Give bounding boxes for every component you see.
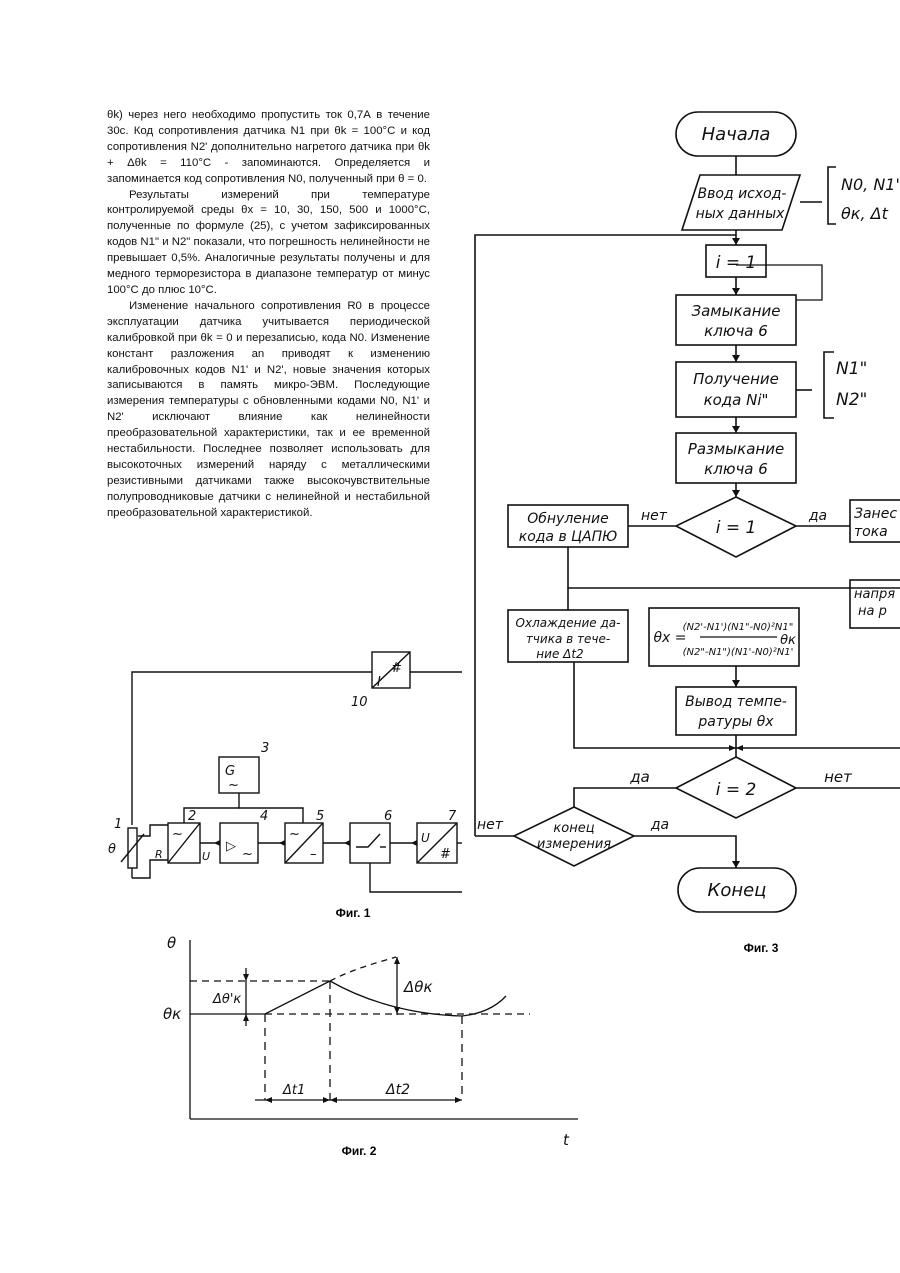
cool-label-1: Охлаждение да-: [516, 616, 621, 630]
code-note-2: N2": [836, 390, 867, 410]
input-label-1: Ввод исход-: [698, 186, 787, 202]
code-label-1: Получение: [693, 370, 779, 388]
cond2-yes: да: [629, 768, 650, 786]
cool-label-2: тчика в тече-: [526, 632, 610, 646]
cond1-label: i = 1: [716, 518, 757, 538]
formula-den: (N2"-N1")(N1'-N0)²N1': [683, 647, 794, 658]
end-cond-yes: да: [650, 817, 669, 833]
formula-num: (N2'-N1')(N1"-N0)²N1": [683, 622, 794, 633]
formula-tail: θк: [780, 633, 796, 648]
init-label: i = 1: [716, 253, 757, 273]
input-note-2: θк, Δt: [841, 204, 889, 223]
end-cond-label-1: конец: [553, 821, 594, 836]
write-label-2: тока: [854, 524, 888, 540]
end-label: Конец: [708, 880, 767, 901]
cond1-yes: да: [808, 508, 827, 524]
end-cond-label-2: измерения: [537, 837, 611, 852]
code-label-2: кода Ni": [704, 391, 769, 409]
fig3-caption: Фиг. 3: [744, 941, 779, 955]
close-label-2: ключа 6: [704, 322, 768, 340]
cond2-no: нет: [824, 768, 853, 786]
reset-label-2: кода в ЦАПЮ: [519, 529, 618, 545]
heat-label-1: напря: [854, 587, 895, 602]
cond1-no: нет: [641, 508, 668, 524]
reset-label-1: Обнуление: [527, 511, 609, 527]
cool-label-3: ние Δt2: [536, 647, 583, 661]
code-note-1: N1": [836, 359, 867, 379]
open-label-2: ключа 6: [704, 460, 768, 478]
input-label-2: ных данных: [696, 206, 786, 222]
close-label-1: Замыкание: [691, 302, 780, 320]
write-label-1: Занес: [854, 506, 897, 522]
formula-lhs: θx =: [653, 630, 686, 646]
heat-label-2: на р: [858, 604, 887, 619]
open-label-1: Размыкание: [688, 440, 784, 458]
cond2-label: i = 2: [716, 780, 757, 800]
end-cond-no: нет: [477, 817, 504, 833]
start-label: Начала: [702, 124, 771, 145]
output-label-1: Вывод темпе-: [685, 694, 787, 710]
input-note-1: N0, N1': [841, 175, 900, 194]
output-label-2: ратуры θх: [697, 714, 774, 730]
